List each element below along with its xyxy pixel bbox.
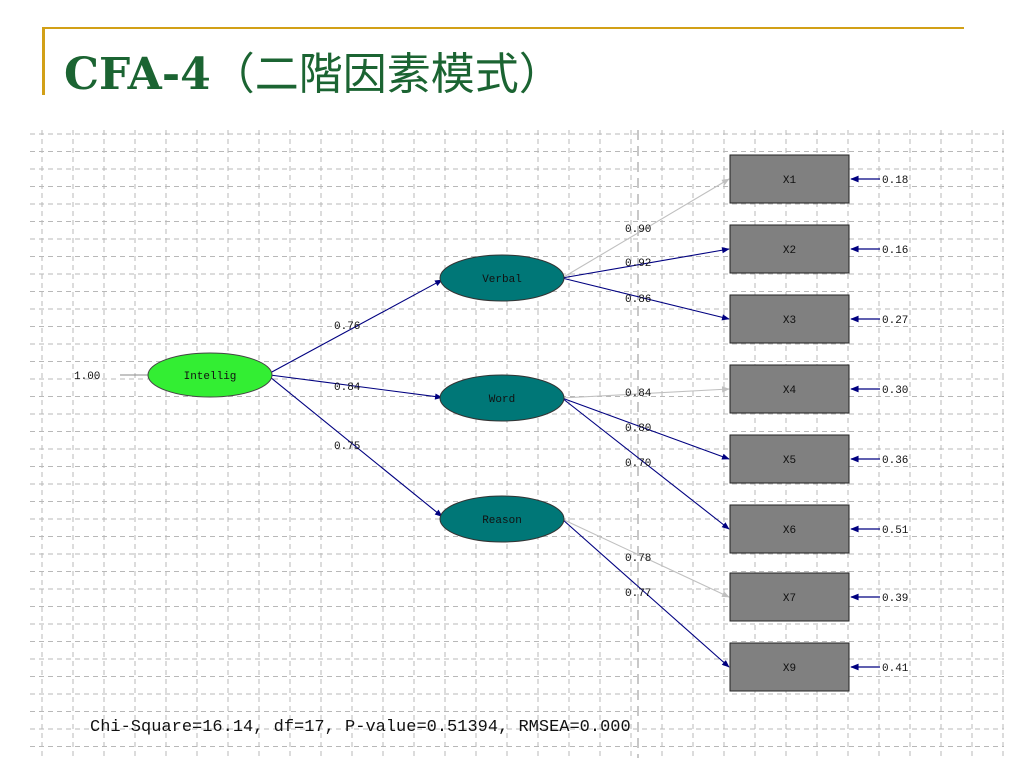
slide-title-cjk: （二階因素模式） xyxy=(210,49,563,100)
indicator-label-x3: X3 xyxy=(783,315,796,327)
error-label-x2: 0.16 xyxy=(882,245,908,257)
error-label-x6: 0.51 xyxy=(882,525,909,537)
slide-title: CFA-4（二階因素模式） xyxy=(64,38,563,102)
path-reason-to-x9 xyxy=(561,518,730,668)
indicator-box-x1 xyxy=(729,154,850,204)
path-label-x7: 0.78 xyxy=(625,553,651,565)
indicator-box-x5 xyxy=(729,434,850,484)
path-label-x6: 0.70 xyxy=(625,458,651,470)
error-label-x1: 0.18 xyxy=(882,175,908,187)
indicator-box-x9 xyxy=(729,642,850,692)
first-order-factor-verbal xyxy=(439,254,565,302)
path-word-to-x5 xyxy=(561,397,730,460)
indicator-label-x4: X4 xyxy=(783,385,797,397)
title-accent-line xyxy=(42,27,964,29)
error-label-x4: 0.30 xyxy=(882,385,908,397)
factor-label-reason: Reason xyxy=(482,515,522,527)
path-reason-to-x7 xyxy=(561,518,730,598)
path-label-x5: 0.80 xyxy=(625,423,651,435)
path-verbal-to-x2 xyxy=(561,247,730,279)
background-grid xyxy=(30,130,1004,758)
indicator-label-x7: X7 xyxy=(783,593,796,605)
path-word-to-x4 xyxy=(561,386,730,399)
error-label-x9: 0.41 xyxy=(882,663,909,675)
path-label-x9: 0.77 xyxy=(625,588,651,600)
path-label-x3: 0.86 xyxy=(625,294,651,306)
path-arrows xyxy=(120,175,880,671)
indicator-label-x9: X9 xyxy=(783,663,796,675)
error-label-x5: 0.36 xyxy=(882,455,908,467)
title-accent-bar xyxy=(42,27,45,95)
loading-label-verbal: 0.76 xyxy=(334,321,360,333)
factor-label-verbal: Verbal xyxy=(482,274,522,286)
path-word-to-x6 xyxy=(561,397,730,530)
path-labels: 1.00 0.76 0.84 0.75 0.90 0.92 0.86 0.84 0.80 0.70… xyxy=(74,175,909,675)
factor-label-word: Word xyxy=(489,394,515,406)
path-label-x1: 0.90 xyxy=(625,224,651,236)
first-order-factor-word xyxy=(439,374,565,422)
indicator-label-x1: X1 xyxy=(783,175,797,187)
indicator-label-x6: X6 xyxy=(783,525,796,537)
loading-label-word: 0.84 xyxy=(334,382,361,394)
path-intellig-to-reason xyxy=(269,376,443,517)
indicator-label-x2: X2 xyxy=(783,245,796,257)
indicator-label-x5: X5 xyxy=(783,455,796,467)
loading-label-reason: 0.75 xyxy=(334,441,360,453)
second-order-variance-label: 1.00 xyxy=(74,371,100,383)
slide-title-latin: CFA-4 xyxy=(64,49,211,100)
indicator-box-x3 xyxy=(729,294,850,344)
indicator-box-x2 xyxy=(729,224,850,274)
second-order-factor-label: Intellig xyxy=(184,371,237,383)
error-label-x7: 0.39 xyxy=(882,593,908,605)
path-verbal-to-x3 xyxy=(561,277,730,321)
indicator-box-x6 xyxy=(729,504,850,554)
indicator-box-x7 xyxy=(729,572,850,622)
second-order-factor-node xyxy=(147,352,273,398)
path-intellig-to-verbal xyxy=(269,279,443,374)
path-label-x2: 0.92 xyxy=(625,258,651,270)
path-verbal-to-x1 xyxy=(561,178,730,279)
first-order-factor-reason xyxy=(439,495,565,543)
error-label-x3: 0.27 xyxy=(882,315,908,327)
path-intellig-to-word xyxy=(269,374,443,400)
path-label-x4: 0.84 xyxy=(625,388,652,400)
fit-statistics: Chi-Square=16.14, df=17, P-value=0.51394… xyxy=(90,718,631,737)
indicator-box-x4 xyxy=(729,364,850,414)
